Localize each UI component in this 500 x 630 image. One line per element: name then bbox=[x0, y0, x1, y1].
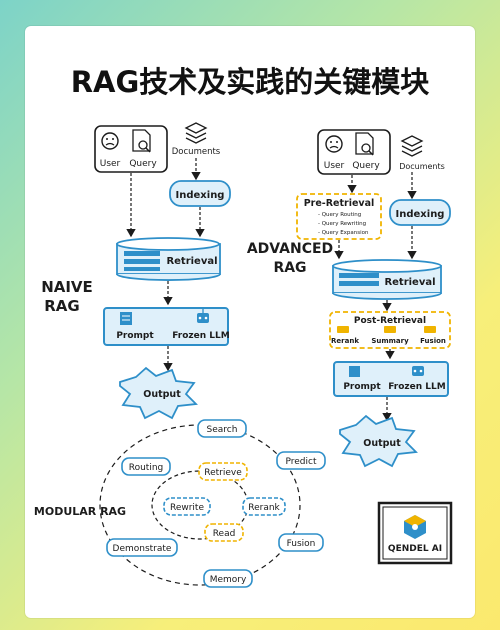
modular-rag-title: MODULAR RAG bbox=[34, 505, 126, 518]
module-fusion-label: Fusion bbox=[287, 539, 316, 549]
naive-frozen-llm-label: Frozen LLM bbox=[172, 331, 230, 341]
adv-user-label: User bbox=[324, 161, 345, 171]
adv-retrieval-database bbox=[332, 259, 442, 300]
naive-rag-title-line2: RAG bbox=[44, 297, 79, 315]
module-routing bbox=[121, 457, 171, 476]
naive-indexing-box bbox=[169, 180, 231, 207]
qendel-logo: QENDEL AI bbox=[377, 501, 453, 565]
module-memory-label: Memory bbox=[210, 575, 247, 585]
advanced-rag-title-line2: RAG bbox=[273, 260, 306, 276]
module-rewrite-label: Rewrite bbox=[170, 503, 204, 513]
user-face-icon bbox=[101, 132, 119, 150]
naive-retrieval-label: Retrieval bbox=[166, 256, 217, 267]
naive-rag-section: User Query Documents Indexing Retrieval bbox=[41, 122, 231, 420]
adv-query-document-icon bbox=[355, 132, 374, 156]
adv-prompt-label: Prompt bbox=[343, 382, 381, 392]
naive-documents-label: Documents bbox=[172, 147, 221, 157]
adv-documents-stack-icon bbox=[400, 135, 424, 157]
module-fusion bbox=[278, 533, 324, 552]
adv-retrieval-label: Retrieval bbox=[384, 277, 435, 288]
naive-output-burst bbox=[119, 366, 198, 420]
adv-output-label: Output bbox=[363, 438, 401, 449]
advanced-rag-section: User Query Documents Pre-Retrieval - Que… bbox=[247, 129, 451, 468]
pre-retrieval-item: - Query Rewriting bbox=[318, 221, 366, 227]
naive-output-label: Output bbox=[143, 389, 181, 400]
module-retrieve-label: Retrieve bbox=[204, 468, 242, 478]
pre-retrieval-box bbox=[296, 193, 382, 240]
module-read bbox=[204, 523, 244, 542]
module-search-label: Search bbox=[207, 425, 238, 435]
rerank-icon bbox=[337, 326, 349, 333]
module-predict bbox=[276, 451, 326, 470]
adv-prompt-icon bbox=[349, 366, 360, 377]
modular-rag-section: Search Predict Fusion Memory Demonstrate… bbox=[34, 419, 326, 588]
naive-rag-title-line1: NAIVE bbox=[41, 278, 93, 296]
pre-retrieval-title: Pre-Retrieval bbox=[304, 198, 375, 209]
naive-retrieval-database bbox=[116, 237, 221, 281]
adv-robot-icon bbox=[412, 366, 424, 376]
naive-user-label: User bbox=[100, 159, 121, 169]
naive-prompt-icon bbox=[120, 312, 132, 325]
module-read-label: Read bbox=[213, 529, 236, 539]
module-rerank bbox=[242, 497, 286, 516]
query-document-icon bbox=[132, 129, 151, 153]
adv-frozen-llm-label: Frozen LLM bbox=[388, 382, 446, 392]
module-rewrite bbox=[163, 497, 211, 516]
post-rerank-label: Rerank bbox=[331, 337, 359, 345]
module-memory bbox=[203, 569, 253, 588]
logo-mark-icon bbox=[404, 515, 426, 539]
adv-user-face-icon bbox=[325, 135, 343, 153]
naive-indexing-label: Indexing bbox=[176, 190, 225, 201]
adv-query-label: Query bbox=[352, 161, 380, 171]
advanced-rag-title-line1: ADVANCED bbox=[247, 241, 333, 257]
pre-retrieval-item: - Query Expansion bbox=[318, 230, 369, 236]
pre-retrieval-item: - Query Routing bbox=[318, 212, 361, 218]
fusion-icon bbox=[424, 326, 436, 333]
module-search bbox=[197, 419, 247, 438]
post-summary-label: Summary bbox=[371, 337, 409, 345]
adv-output-burst bbox=[339, 414, 418, 468]
module-retrieve bbox=[198, 462, 248, 481]
adv-indexing-label: Indexing bbox=[396, 209, 445, 220]
module-predict-label: Predict bbox=[286, 457, 317, 467]
post-fusion-label: Fusion bbox=[420, 337, 446, 345]
adv-documents-label: Documents bbox=[399, 162, 445, 171]
naive-robot-icon bbox=[197, 309, 209, 323]
post-retrieval-title: Post-Retrieval bbox=[354, 316, 426, 326]
naive-query-label: Query bbox=[129, 159, 157, 169]
naive-prompt-label: Prompt bbox=[116, 331, 154, 341]
adv-indexing-box bbox=[389, 199, 451, 226]
page-title: RAG技术及实践的关键模块 bbox=[71, 65, 430, 99]
logo-text: QENDEL AI bbox=[388, 544, 442, 554]
documents-stack-icon bbox=[184, 122, 208, 144]
module-rerank-label: Rerank bbox=[248, 503, 280, 513]
module-routing-label: Routing bbox=[129, 463, 164, 473]
summary-icon bbox=[384, 326, 396, 333]
module-demonstrate-label: Demonstrate bbox=[113, 544, 172, 554]
module-demonstrate bbox=[106, 538, 178, 557]
